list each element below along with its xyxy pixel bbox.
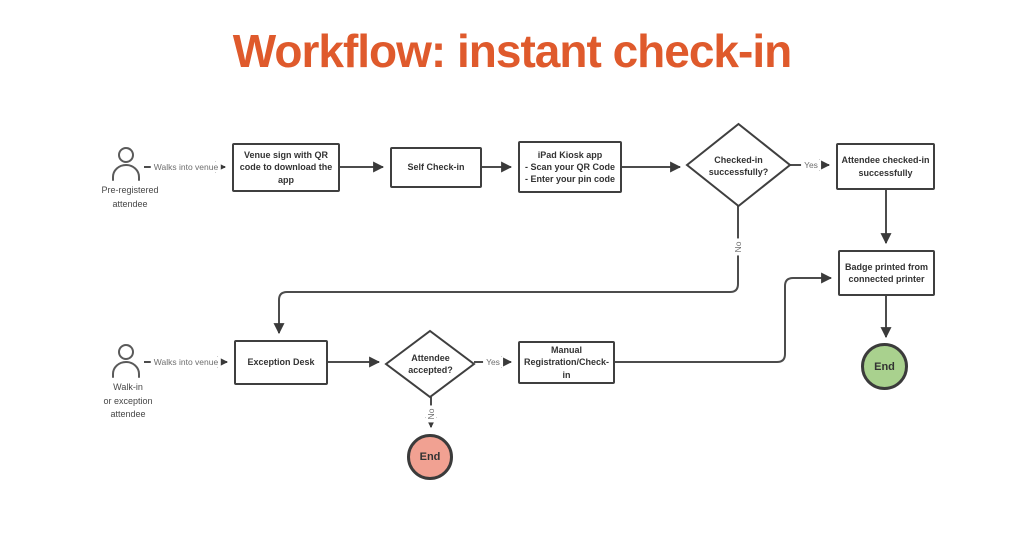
- connector-decision1-no: [273, 206, 739, 335]
- person-icon: [107, 146, 145, 182]
- edge-label-no-bottom: No: [426, 405, 436, 423]
- edge-label-walks-into-venue-top: Walks into venue: [150, 162, 222, 172]
- end-node-success: End: [861, 343, 908, 390]
- edge-label-walks-into-venue-bottom: Walks into venue: [150, 357, 222, 367]
- decision-checked-in-label: Checked-in successfully?: [708, 154, 769, 177]
- edge-label-no-top: No: [733, 238, 743, 256]
- end-node-rejected: End: [407, 434, 453, 480]
- actor-walk-in-label: Walk-in or exception attendee: [103, 382, 153, 419]
- connector-manual-to-badge: [615, 272, 833, 363]
- decision-checked-in-shape: [685, 122, 792, 208]
- node-attendee-checked-in: Attendee checked-in successfully: [836, 143, 935, 190]
- node-venue-sign: Venue sign with QR code to download the …: [232, 143, 340, 192]
- decision-attendee-accepted-shape: [384, 329, 476, 399]
- node-ipad-kiosk: iPad Kiosk app - Scan your QR Code - Ent…: [518, 141, 622, 193]
- actor-pre-registered-label: Pre-registered attendee: [101, 185, 159, 209]
- node-self-checkin: Self Check-in: [390, 147, 482, 188]
- person-icon: [107, 343, 145, 379]
- node-exception-desk: Exception Desk: [234, 340, 328, 385]
- node-manual-registration: Manual Registration/Check-in: [518, 341, 615, 384]
- decision-attendee-accepted-label: Attendee accepted?: [408, 352, 453, 375]
- page-title: Workflow: instant check-in: [232, 25, 792, 77]
- edge-label-yes-bottom: Yes: [483, 357, 503, 367]
- edge-label-yes-top: Yes: [801, 160, 821, 170]
- node-badge-printed: Badge printed from connected printer: [838, 250, 935, 296]
